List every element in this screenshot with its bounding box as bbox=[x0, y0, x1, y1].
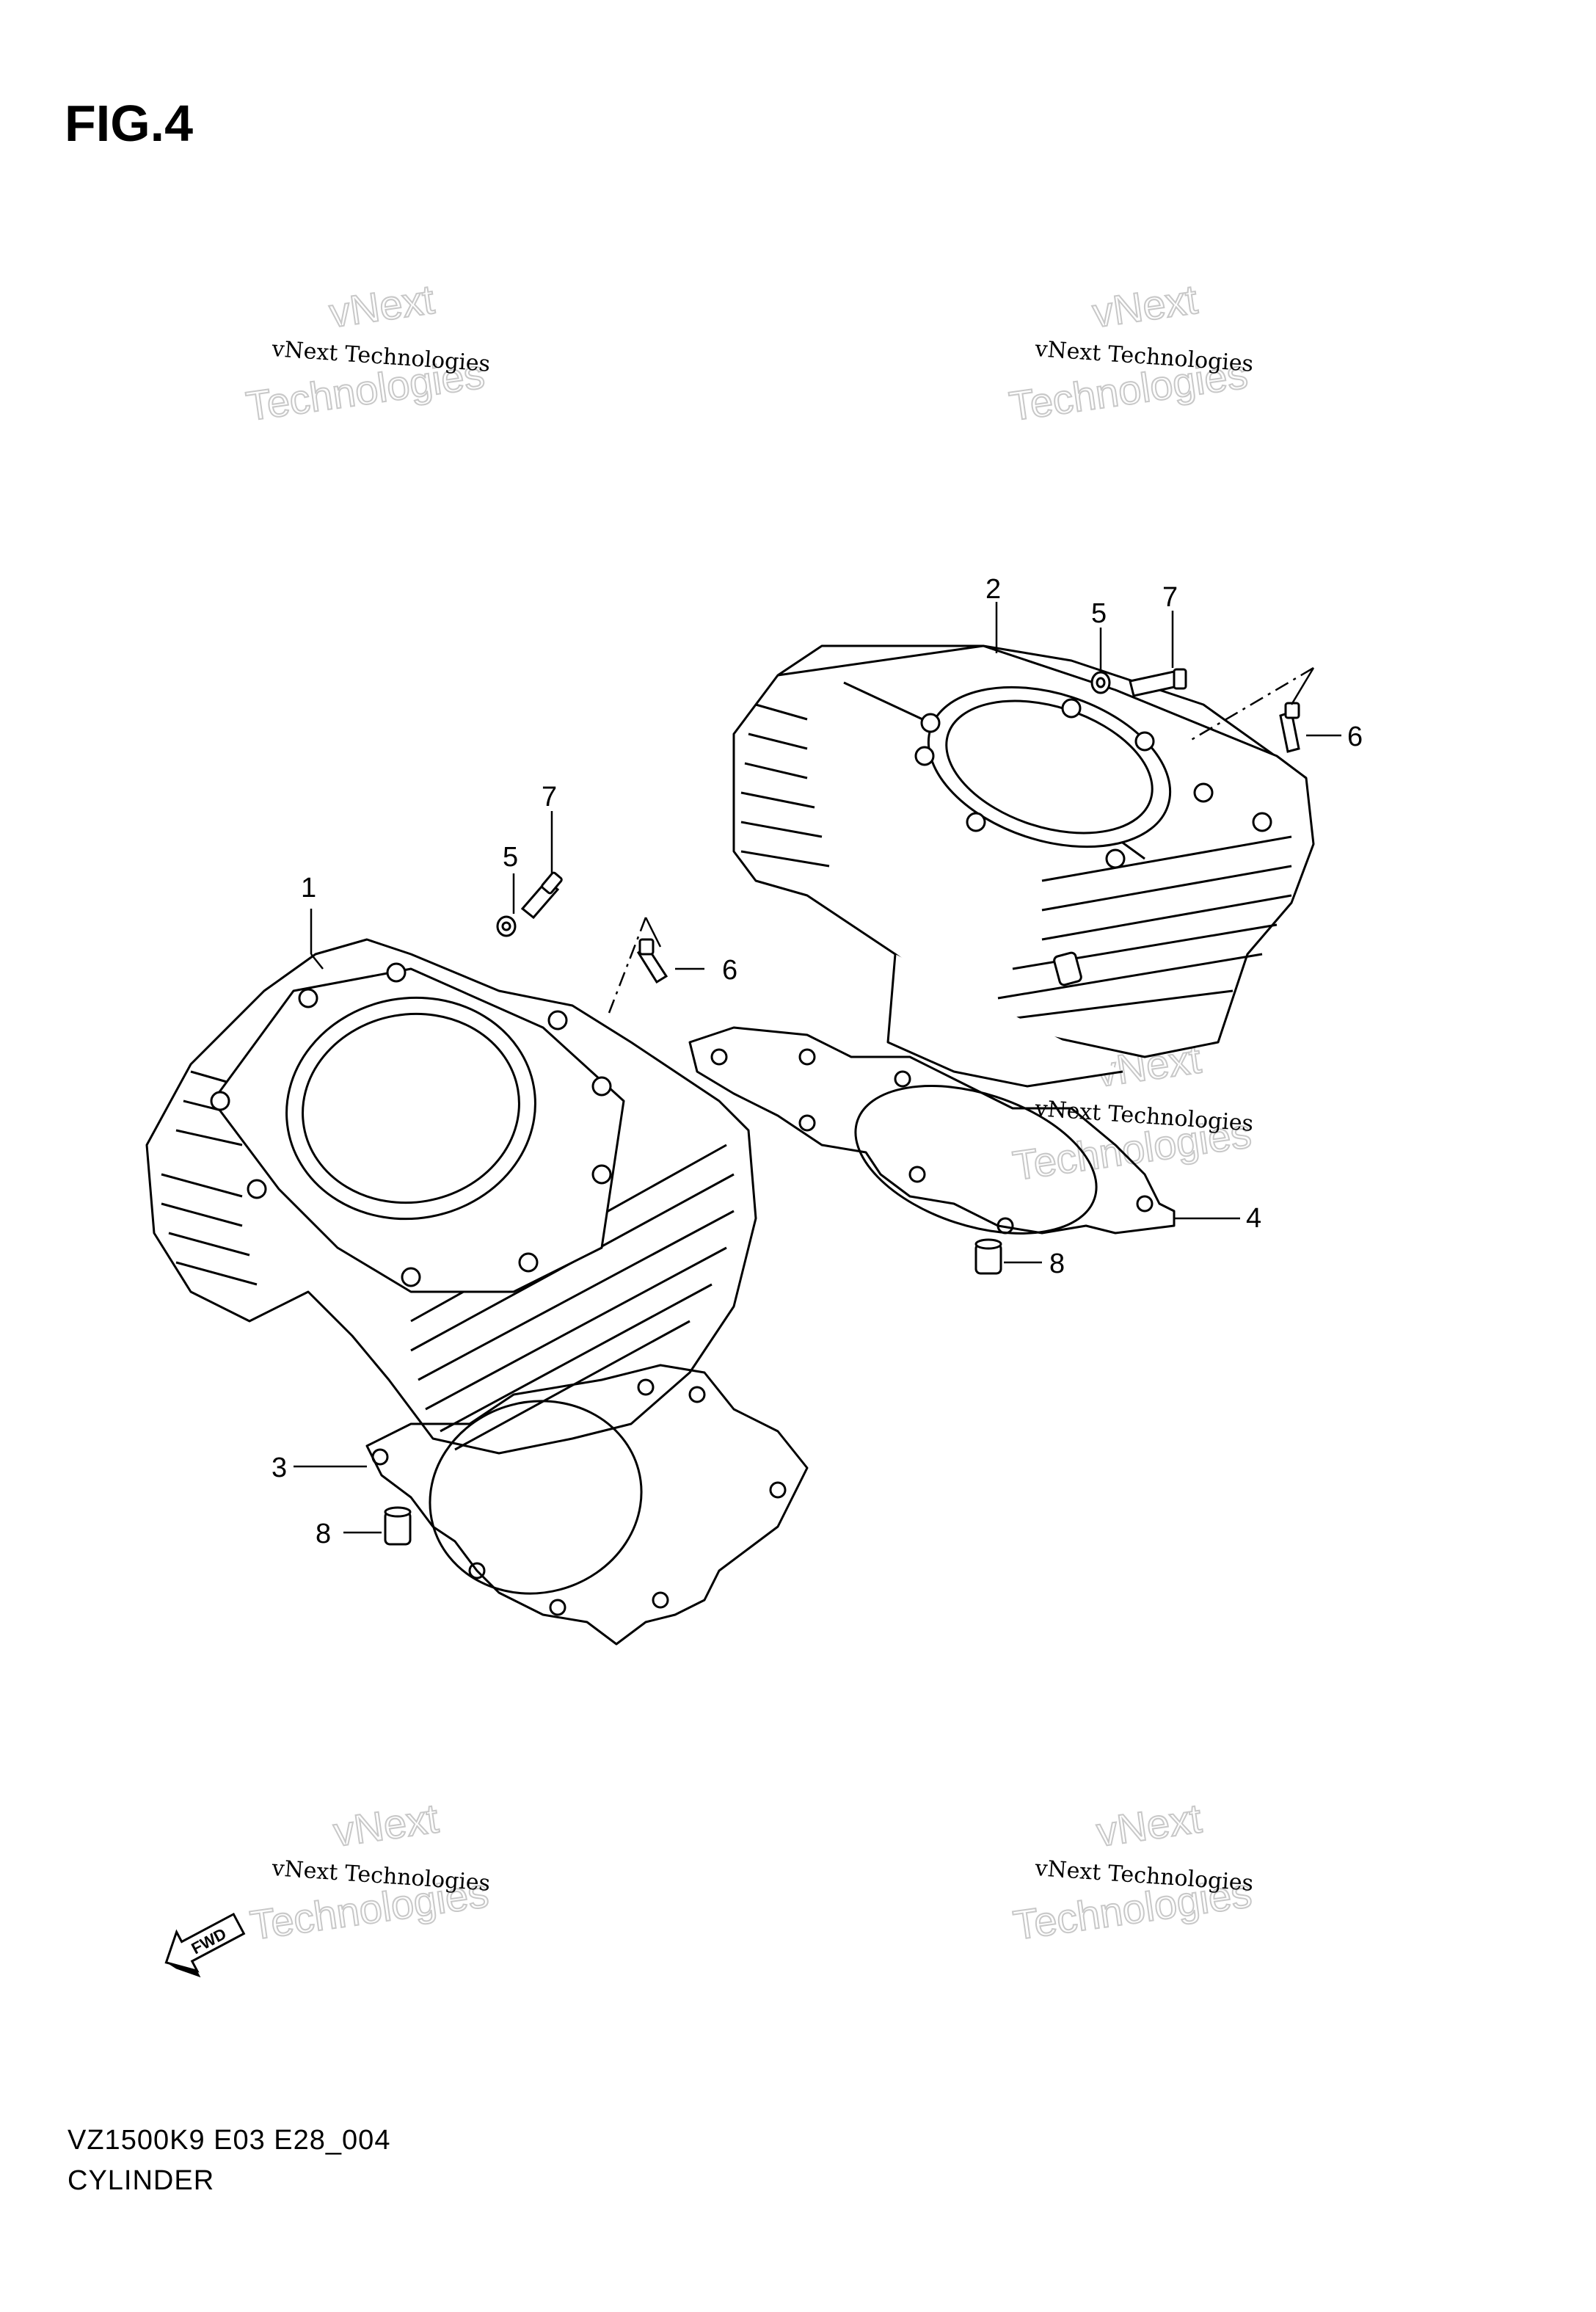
model-code: VZ1500K9 E03 E28_004 bbox=[68, 2125, 391, 2156]
callout-3: 3 bbox=[272, 1453, 287, 1483]
front-washer-part-5 bbox=[496, 915, 517, 937]
callout-5-rear: 5 bbox=[1091, 598, 1107, 629]
watermark-big-1: vNext bbox=[327, 276, 437, 336]
callout-8-left: 8 bbox=[316, 1519, 331, 1549]
rear-washer-part-5 bbox=[1090, 671, 1111, 694]
fwd-arrow-icon: FWD bbox=[164, 1912, 246, 1978]
watermark-big-1: vNext bbox=[331, 1795, 442, 1855]
rear-bolt-part-7 bbox=[1129, 668, 1187, 697]
section-name: CYLINDER bbox=[68, 2165, 215, 2196]
rear-nipple-part-6 bbox=[1279, 702, 1300, 753]
front-cylinder-part-1 bbox=[145, 938, 757, 1455]
callout-8-right: 8 bbox=[1049, 1248, 1065, 1279]
callout-7-rear: 7 bbox=[1162, 582, 1178, 613]
callout-numbers: 1 2 3 4 5 5 6 6 7 7 8 8 bbox=[272, 574, 1363, 1549]
callout-6-front: 6 bbox=[722, 955, 737, 986]
callout-6-rear: 6 bbox=[1347, 721, 1363, 752]
front-base-gasket-part-3 bbox=[365, 1364, 809, 1646]
callout-4: 4 bbox=[1246, 1203, 1261, 1234]
dowel-pin-part-8-right bbox=[974, 1238, 1002, 1275]
front-nipple-part-6 bbox=[636, 938, 668, 984]
callout-1: 1 bbox=[301, 873, 316, 904]
dowel-pin-part-8-left bbox=[384, 1506, 412, 1546]
callout-5-front: 5 bbox=[503, 842, 518, 873]
callout-labels bbox=[294, 602, 1341, 1534]
front-bolt-part-7 bbox=[520, 871, 563, 920]
rear-base-gasket-part-4 bbox=[688, 1026, 1176, 1235]
watermark-big-1: vNext bbox=[1094, 1795, 1205, 1855]
callout-2: 2 bbox=[985, 574, 1001, 605]
watermark-big-1: vNext bbox=[1090, 276, 1200, 336]
callout-7-front: 7 bbox=[542, 782, 557, 813]
rear-cylinder-part-2 bbox=[732, 644, 1315, 1088]
figure-title: FIG.4 bbox=[65, 95, 194, 152]
